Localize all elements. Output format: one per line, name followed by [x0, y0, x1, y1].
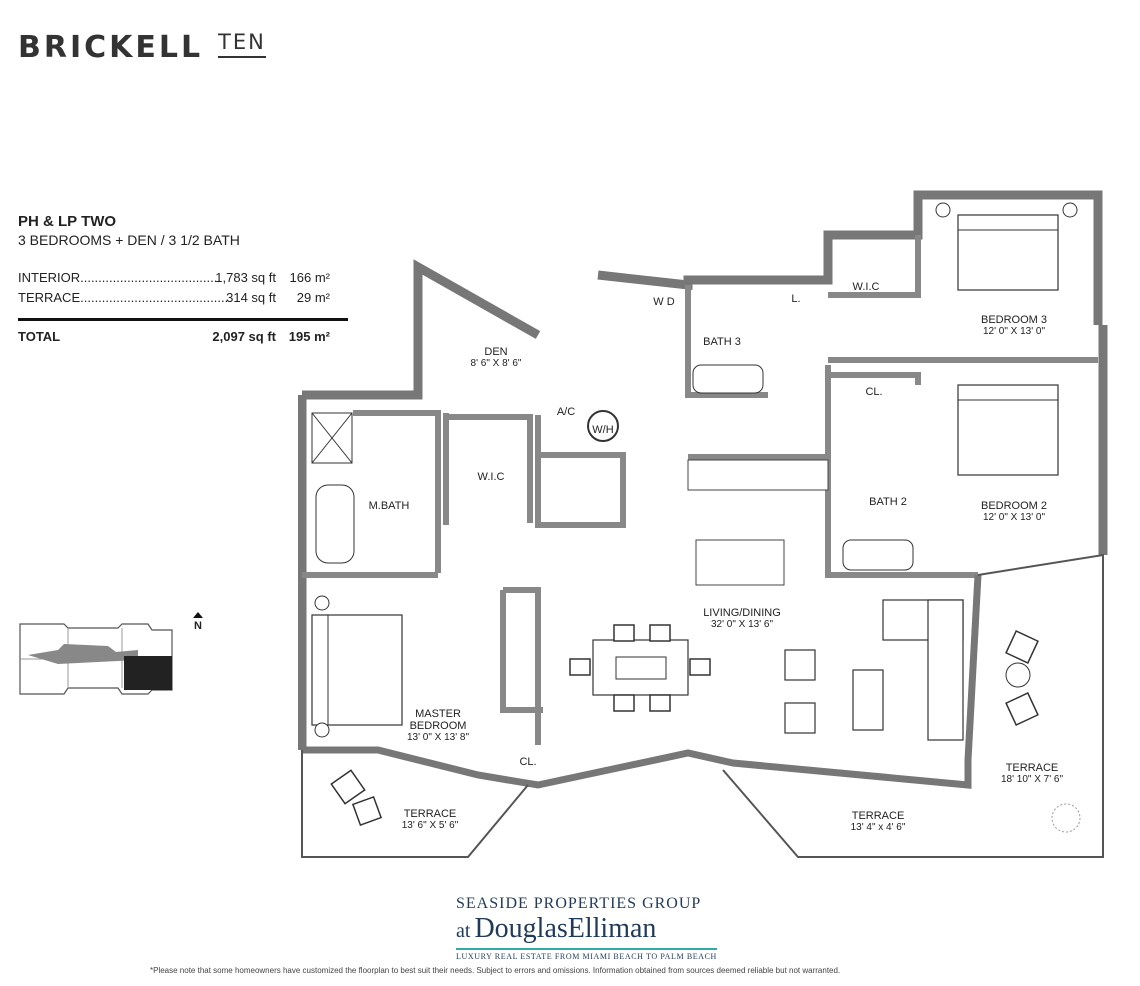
- terrace-label: TERRACE.................................…: [18, 290, 229, 305]
- brand-logo: BRICKELL: [18, 30, 204, 65]
- total-sqft: 2,097 sq ft: [212, 329, 276, 344]
- floor-plan: [298, 190, 1108, 858]
- brokerage-tagline: LUXURY REAL ESTATE FROM MIAMI BEACH TO P…: [456, 948, 717, 961]
- interior-walls: [302, 235, 1098, 745]
- room-linen: L.: [791, 293, 801, 305]
- room-master-bath: M.BATH: [368, 500, 410, 512]
- room-wh: W/H: [592, 424, 614, 436]
- interior-row: INTERIOR................................…: [18, 270, 348, 288]
- brokerage-at: at: [456, 920, 471, 942]
- unit-subtitle: 3 BEDROOMS + DEN / 3 1/2 BATH: [18, 232, 240, 248]
- room-wic-top: W.I.C: [852, 281, 880, 293]
- total-m2: 195 m²: [288, 329, 330, 344]
- window-wall: [302, 574, 982, 789]
- room-ac: A/C: [556, 406, 576, 418]
- brand-logo-suffix: TEN: [218, 30, 266, 58]
- brokerage-name: DouglasElliman: [474, 913, 657, 944]
- key-plan: [19, 623, 173, 695]
- room-closet-bottom: CL.: [519, 756, 537, 768]
- terrace-sqft: 314 sq ft: [226, 290, 276, 305]
- north-arrow-icon: [193, 612, 203, 618]
- disclaimer: *Please note that some homeowners have c…: [150, 966, 841, 975]
- room-wic: W.I.C: [477, 471, 505, 483]
- unit-title: PH & LP TWO: [18, 213, 117, 230]
- room-bath3: BATH 3: [703, 336, 741, 348]
- terrace-railing: [301, 553, 1104, 858]
- key-plan-unit: [124, 656, 172, 690]
- north-indicator: N: [193, 612, 203, 632]
- terrace-row: TERRACE.................................…: [18, 290, 348, 308]
- divider: [18, 318, 348, 321]
- group-name: SEASIDE PROPERTIES GROUP: [456, 895, 702, 912]
- room-closet-top: CL.: [865, 386, 883, 398]
- interior-sqft: 1,783 sq ft: [215, 270, 276, 285]
- interior-label: INTERIOR................................…: [18, 270, 221, 285]
- terrace-m2: 29 m²: [296, 290, 330, 305]
- total-row: TOTAL 2,097 sq ft 195 m²: [18, 329, 348, 347]
- north-label: N: [194, 620, 202, 632]
- interior-m2: 166 m²: [289, 270, 330, 285]
- room-bath2: BATH 2: [869, 496, 907, 508]
- total-label: TOTAL: [18, 329, 61, 344]
- room-wd: W D: [653, 296, 675, 308]
